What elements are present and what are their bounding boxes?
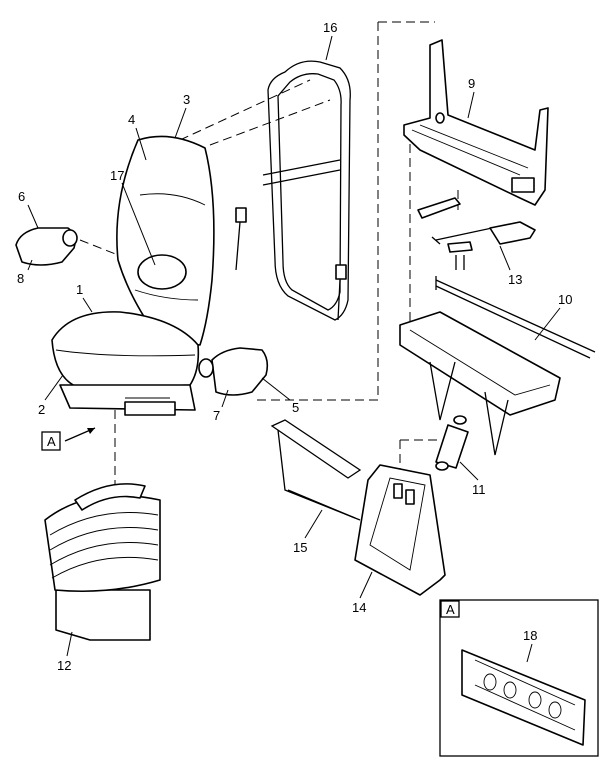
callout-17: 17 xyxy=(110,168,124,183)
detail-marker-label: A xyxy=(47,434,56,449)
callout-4: 4 xyxy=(128,112,135,127)
detail-inset-frame xyxy=(439,599,599,757)
adjuster-assembly xyxy=(417,197,536,270)
detail-marker-a xyxy=(41,427,96,451)
slide-rails xyxy=(270,419,362,521)
callout-labels: 1 2 3 4 5 6 7 8 9 10 11 12 13 14 15 16 1… xyxy=(17,20,572,673)
callout-11: 11 xyxy=(472,482,486,497)
lumbar-knob xyxy=(137,254,187,290)
inset-label-box xyxy=(440,600,460,618)
callout-3: 3 xyxy=(183,92,190,107)
callout-1: 1 xyxy=(76,282,83,297)
seat-cushion xyxy=(51,311,200,416)
mounting-bracket xyxy=(403,39,549,206)
detail-marker-box xyxy=(41,431,61,451)
armrest-left xyxy=(15,227,78,266)
callout-10: 10 xyxy=(558,292,572,307)
riser-stand xyxy=(354,464,446,596)
callout-16: 16 xyxy=(323,20,337,35)
callout-8: 8 xyxy=(17,271,24,286)
callout-13: 13 xyxy=(508,272,522,287)
armrest-right xyxy=(198,347,269,396)
control-panel-18 xyxy=(461,649,586,746)
callout-14: 14 xyxy=(352,600,366,615)
detail-inset-a xyxy=(439,599,599,757)
seat-back xyxy=(116,135,215,346)
callout-18: 18 xyxy=(523,628,537,643)
callout-9: 9 xyxy=(468,76,475,91)
callout-15: 15 xyxy=(293,540,307,555)
shock-absorber xyxy=(435,415,469,471)
callout-7: 7 xyxy=(213,408,220,423)
callout-12: 12 xyxy=(57,658,71,673)
seat-frame xyxy=(235,60,351,321)
support-rod xyxy=(435,276,596,359)
callout-2: 2 xyxy=(38,402,45,417)
leader-lines xyxy=(27,35,561,663)
bellows-cover xyxy=(44,483,161,641)
callout-5: 5 xyxy=(292,400,299,415)
callout-6: 6 xyxy=(18,189,25,204)
suspension-tray xyxy=(399,311,561,456)
detail-inset-label: A xyxy=(446,602,455,617)
assembly-dashed-lines xyxy=(79,21,459,500)
